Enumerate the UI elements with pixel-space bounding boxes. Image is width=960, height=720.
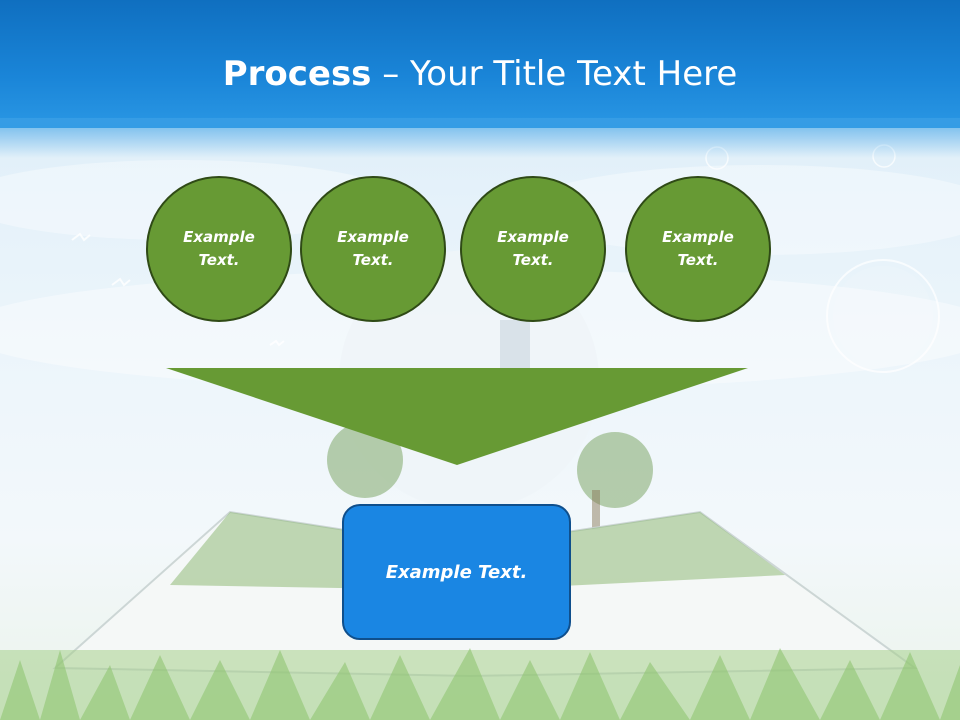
circle-label: Example Text. — [337, 228, 409, 269]
funnel-arrow — [166, 368, 748, 465]
process-circle: Example Text. — [300, 176, 446, 322]
title-bar — [0, 0, 960, 128]
process-circle: Example Text. — [146, 176, 292, 322]
result-box: Example Text. — [342, 504, 571, 640]
slide-title: Process – Your Title Text Here — [0, 52, 960, 96]
circle-label: Example Text. — [662, 228, 734, 269]
process-circle: Example Text. — [460, 176, 606, 322]
circle-label: Example Text. — [497, 228, 569, 269]
title-bar-fade — [0, 118, 960, 158]
result-label: Example Text. — [385, 561, 528, 583]
circle-label: Example Text. — [183, 228, 255, 269]
title-rest: – Your Title Text Here — [371, 54, 738, 94]
process-circle: Example Text. — [625, 176, 771, 322]
title-bold: Process — [222, 54, 372, 94]
